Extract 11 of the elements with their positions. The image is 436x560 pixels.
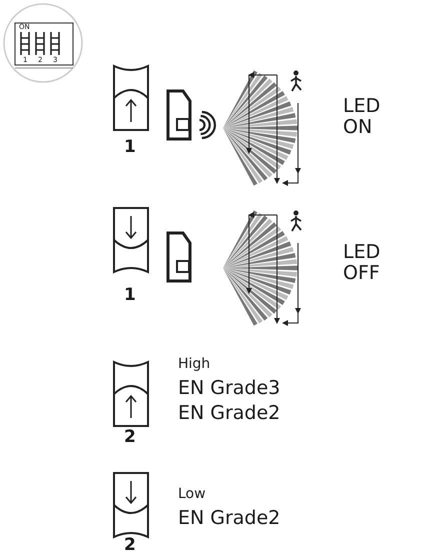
status-text: LED ON [343, 96, 382, 138]
setting-label: Low [178, 487, 206, 502]
switch-number: 1 [124, 286, 136, 305]
switch-number: 1 [124, 138, 136, 157]
setting-text: EN Grade2 [178, 403, 280, 424]
switch-number: 2 [124, 536, 136, 555]
status-text: LED OFF [343, 242, 382, 284]
setting-label: High [178, 357, 210, 372]
switch-number: 2 [124, 428, 136, 447]
setting-text: EN Grade3 [178, 378, 280, 399]
setting-text: EN Grade2 [178, 508, 280, 529]
